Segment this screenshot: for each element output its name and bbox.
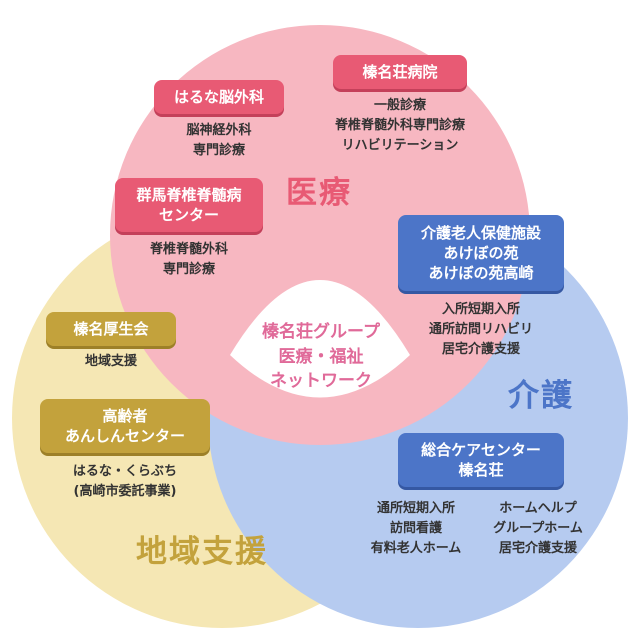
- service-item: ホームヘルプ: [499, 501, 577, 516]
- haruna-kosei-box: 榛名厚生会: [46, 312, 176, 346]
- haruna-neurosurgery-box: はるな脳外科: [154, 80, 284, 114]
- akebono-facility-services: 入所短期入所 通所訪問リハビリ 居宅介護支援: [398, 300, 564, 360]
- medical-circle: [110, 25, 530, 445]
- service-item: 通所訪問リハビリ: [428, 322, 533, 338]
- care-title: 介護: [508, 378, 574, 414]
- harunaso-hospital-label: 榛名荘病院: [362, 62, 438, 81]
- community-title: 地域支援: [136, 534, 268, 570]
- service-item: 居宅介護支援: [441, 342, 520, 358]
- akebono-facility-label-2: あけぼの苑: [443, 243, 519, 262]
- service-item: リハビリテーション: [341, 138, 459, 154]
- service-item: 入所短期入所: [441, 302, 520, 317]
- service-item: 通所短期入所: [376, 501, 455, 516]
- harunaso-hospital-box: 榛名荘病院: [333, 55, 467, 89]
- service-item: (高崎市委託事業): [73, 484, 177, 500]
- service-item: はるな・くらぶち: [72, 464, 178, 479]
- akebono-facility-box: 介護老人保健施設 あけぼの苑 あけぼの苑高崎: [398, 215, 564, 291]
- sogo-care-center-box: 総合ケアセンター 榛名荘: [398, 433, 564, 487]
- koreisha-anshin-center-label-1: 高齢者: [102, 406, 148, 425]
- service-item: 地域支援: [84, 354, 137, 369]
- sogo-care-center-label-1: 総合ケアセンター: [421, 440, 541, 459]
- service-item: 専門診療: [192, 143, 245, 159]
- akebono-facility-label-1: 介護老人保健施設: [420, 223, 541, 242]
- haruna-neurosurgery-label: はるな脳外科: [173, 87, 264, 106]
- service-item: 居宅介護支援: [498, 541, 577, 557]
- sogo-care-services-right: ホームヘルプ グループホーム 居宅介護支援: [478, 499, 598, 559]
- gunma-spine-center-box: 群馬脊椎脊髄病 センター: [115, 178, 263, 232]
- center-overlap: [230, 280, 410, 398]
- harunaso-hospital-services: 一般診療 脊椎脊髄外科専門診療 リハビリテーション: [310, 96, 490, 156]
- service-item: グループホーム: [493, 521, 583, 537]
- gunma-spine-center-label-2: センター: [158, 206, 219, 224]
- center-line-2: 医療・福祉: [278, 346, 364, 367]
- center-line-3: ネットワーク: [270, 371, 372, 392]
- center-label: 榛名荘グループ 医療・福祉 ネットワーク: [248, 320, 394, 394]
- sogo-care-center-label-2: 榛名荘: [458, 461, 504, 479]
- koreisha-anshin-center-box: 高齢者 あんしんセンター: [40, 399, 210, 453]
- service-item: 訪問看護: [389, 521, 442, 537]
- haruna-kosei-label: 榛名厚生会: [73, 319, 149, 338]
- gunma-spine-center-services: 脊椎脊髄外科 専門診療: [115, 240, 263, 280]
- service-item: 脊椎脊髄外科: [149, 242, 228, 257]
- koreisha-anshin-center-services: はるな・くらぶち (高崎市委託事業): [40, 462, 210, 502]
- sogo-care-services-left: 通所短期入所 訪問看護 有料老人ホーム: [356, 499, 476, 559]
- center-line-1: 榛名荘グループ: [262, 322, 380, 342]
- koreisha-anshin-center-label-2: あんしんセンター: [64, 427, 185, 445]
- haruna-kosei-services: 地域支援: [46, 352, 176, 372]
- service-item: 脳神経外科: [186, 123, 252, 138]
- service-item: 専門診療: [162, 262, 215, 278]
- service-item: 有料老人ホーム: [370, 541, 462, 557]
- medical-title: 医療: [286, 175, 352, 211]
- service-item: 一般診療: [373, 98, 426, 113]
- haruna-neurosurgery-services: 脳神経外科 専門診療: [154, 121, 284, 161]
- service-item: 脊椎脊髄外科専門診療: [334, 118, 465, 134]
- akebono-facility-label-3: あけぼの苑高崎: [428, 264, 534, 283]
- gunma-spine-center-label-1: 群馬脊椎脊髄病: [136, 185, 242, 204]
